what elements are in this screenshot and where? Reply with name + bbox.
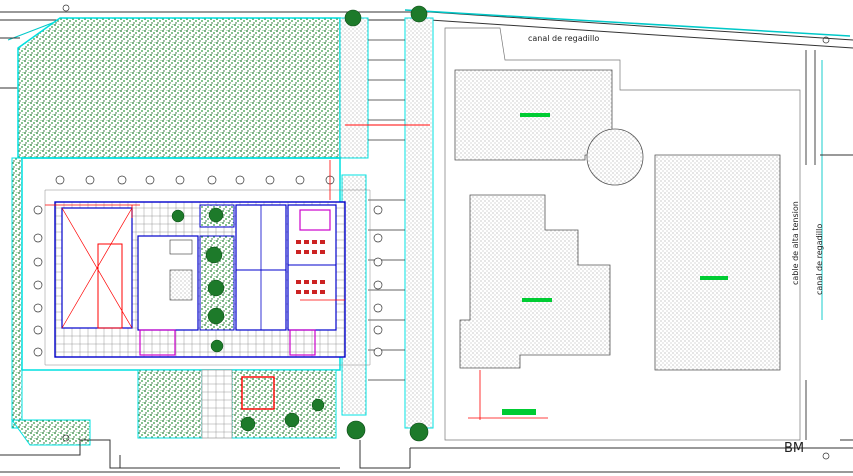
label-cable-alta: cable de alta tension [791,201,800,285]
tree-icon [344,5,429,442]
label-bm: BM [784,441,804,456]
grid-bubbles [33,175,383,357]
main-building [21,157,383,371]
grass-corner-bottom-left [11,419,91,446]
bottom-road [0,439,853,473]
grass-strip-left [11,157,23,429]
label-canal-top: canal de regadillo [528,34,599,43]
right-parcel [444,27,801,441]
label-canal-right: canal de regadillo [815,224,824,295]
sidewalk-column [339,17,434,429]
right-edge-lines [805,50,853,440]
north-arrow-icon [62,4,830,460]
building-right [654,154,781,371]
building-lower-left [459,194,611,369]
grass-field-top [17,17,341,159]
round-plaza [586,128,644,186]
lower-gardens [137,369,337,439]
